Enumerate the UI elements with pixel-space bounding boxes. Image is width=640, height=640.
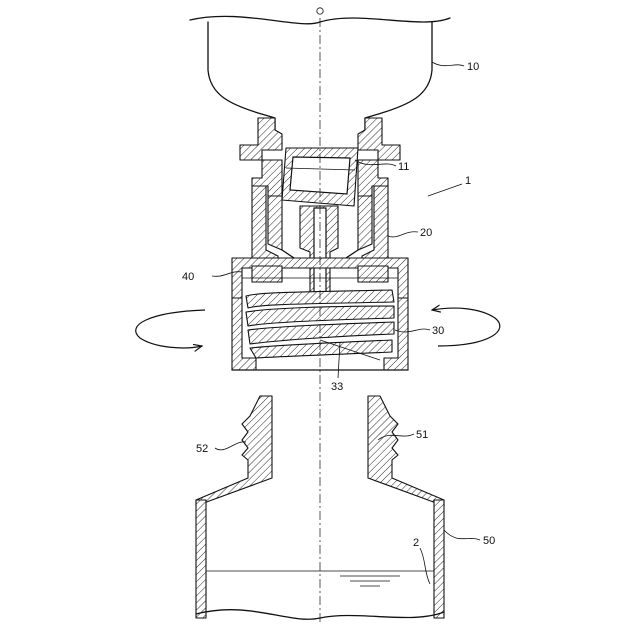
label-1: 1: [465, 175, 471, 187]
label-40: 40: [182, 271, 194, 283]
label-52: 52: [196, 443, 208, 455]
label-30: 30: [432, 325, 444, 337]
piercing-tube: [300, 206, 338, 300]
label-20: 20: [420, 227, 432, 239]
label-50: 50: [483, 535, 495, 547]
label-11: 11: [398, 161, 409, 173]
rotation-arrow-left: [136, 310, 205, 348]
label-2: 2: [413, 537, 419, 549]
label-33: 33: [331, 381, 343, 393]
label-51: 51: [416, 429, 428, 441]
axis-point-mark: [317, 8, 323, 14]
label-10: 10: [467, 61, 479, 73]
